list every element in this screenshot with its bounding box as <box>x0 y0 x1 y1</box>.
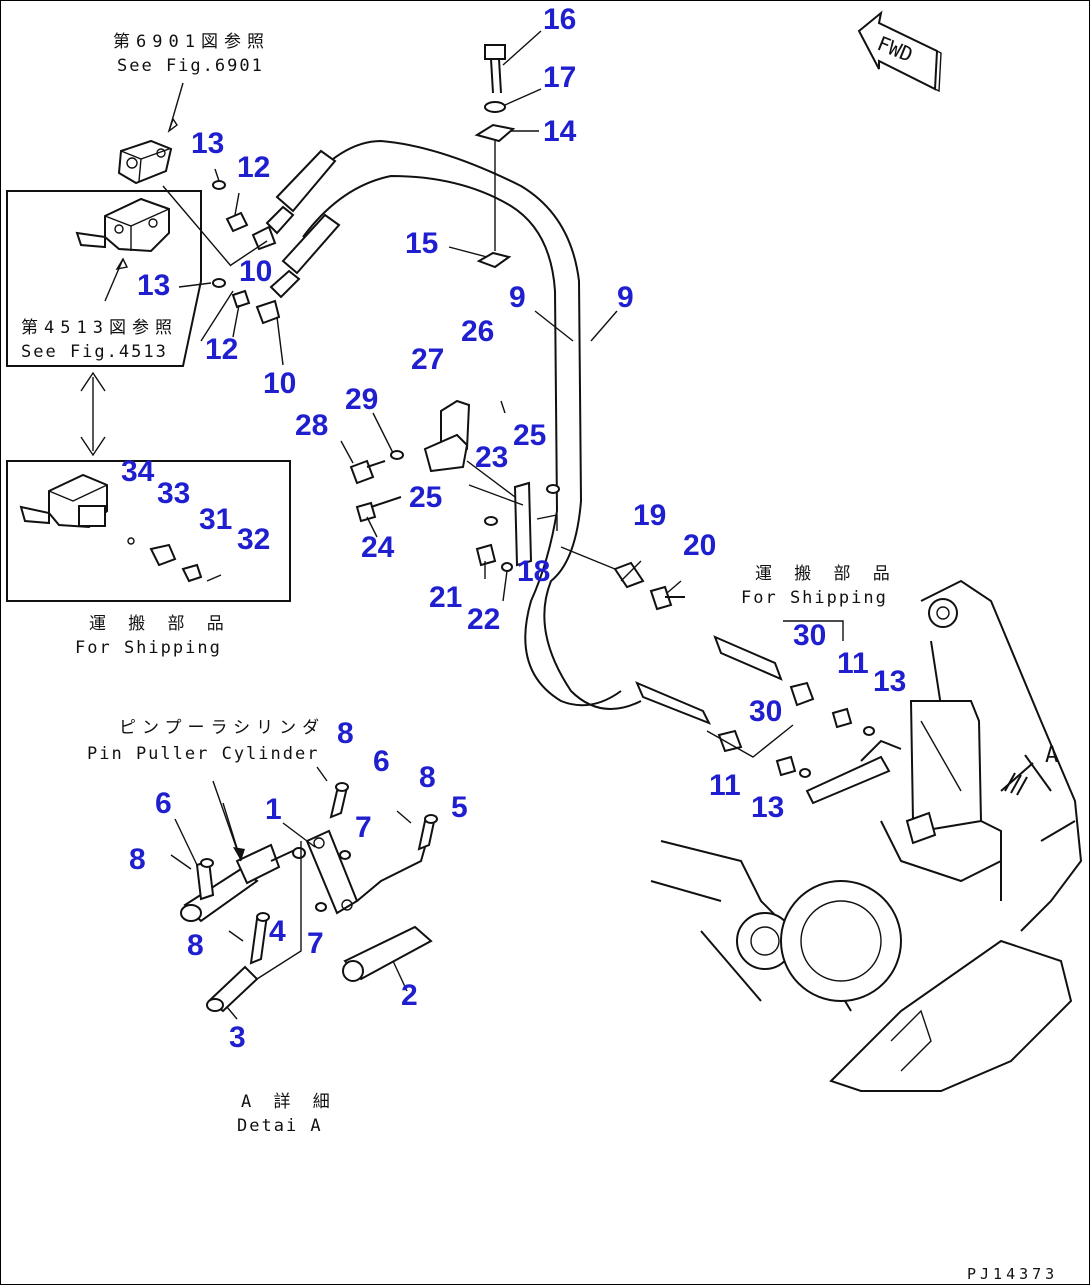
callout-23: 23 <box>475 441 509 474</box>
shipping-right-parts <box>635 620 875 778</box>
callout-29: 29 <box>345 383 379 416</box>
callout-11: 11 <box>837 647 869 680</box>
hose-pair <box>265 139 642 710</box>
callout-30: 30 <box>793 619 827 652</box>
callout-3: 3 <box>229 1021 246 1054</box>
note-ref-6901-en: See Fig.6901 <box>117 56 264 76</box>
callout-6: 6 <box>155 787 172 820</box>
note-shipping-right-en: For Shipping <box>741 588 888 608</box>
callout-27: 27 <box>411 343 445 376</box>
drawing-id: PJ14373 <box>967 1265 1059 1283</box>
callout-6: 6 <box>373 745 390 778</box>
callout-8: 8 <box>187 929 204 962</box>
callout-25: 25 <box>513 419 547 452</box>
callout-8: 8 <box>419 761 436 794</box>
callout-33: 33 <box>157 477 191 510</box>
callout-13: 13 <box>873 665 907 698</box>
callout-9: 9 <box>617 281 634 314</box>
double-arrow-icon <box>80 371 106 457</box>
note-detail-jp: A 詳 細 <box>241 1092 336 1112</box>
callout-16: 16 <box>543 3 577 36</box>
callout-30: 30 <box>749 695 783 728</box>
note-ref-4513-en: See Fig.4513 <box>21 342 168 362</box>
bolt-16-assembly <box>474 44 516 269</box>
clip-19-bolt-20 <box>613 561 685 611</box>
block-part-shipping <box>19 473 222 583</box>
leader-lines <box>162 30 682 1020</box>
callout-8: 8 <box>337 717 354 750</box>
note-detail-en: Detai A <box>237 1116 323 1136</box>
callout-10: 10 <box>263 367 297 400</box>
callout-21: 21 <box>429 581 463 614</box>
callout-13: 13 <box>137 269 171 302</box>
callout-17: 17 <box>543 61 577 94</box>
ripper-machine <box>650 579 1083 1092</box>
callout-20: 20 <box>683 529 717 562</box>
callout-7: 7 <box>355 811 372 844</box>
callout-28: 28 <box>295 409 329 442</box>
fwd-arrow-icon <box>857 10 942 93</box>
callout-10: 10 <box>239 255 273 288</box>
callout-13: 13 <box>191 127 225 160</box>
note-shipping-left-jp: 運 搬 部 品 <box>89 614 230 634</box>
callout-9: 9 <box>509 281 526 314</box>
callout-15: 15 <box>405 227 439 260</box>
callout-13: 13 <box>751 791 785 824</box>
callout-25: 25 <box>409 481 443 514</box>
callout-5: 5 <box>451 791 468 824</box>
note-ref-6901-jp: 第6901図参照 <box>113 32 270 52</box>
callout-34: 34 <box>121 455 155 488</box>
note-shipping-left-en: For Shipping <box>75 638 222 658</box>
callout-7: 7 <box>307 927 324 960</box>
callout-31: 31 <box>199 503 233 536</box>
note-pin-puller-jp: ピンプーラシリンダ <box>119 718 326 738</box>
callout-8: 8 <box>129 843 146 876</box>
fittings-upper <box>212 180 281 325</box>
callout-19: 19 <box>633 499 667 532</box>
callout-12: 12 <box>205 333 239 366</box>
callout-26: 26 <box>461 315 495 348</box>
inset-box-4513 <box>6 190 202 367</box>
detail-a-parts <box>170 766 438 1013</box>
note-shipping-right-jp: 運 搬 部 品 <box>755 564 896 584</box>
callout-32: 32 <box>237 523 271 556</box>
block-part-6901 <box>117 139 173 185</box>
callout-11: 11 <box>709 769 741 802</box>
callout-22: 22 <box>467 603 501 636</box>
callout-4: 4 <box>269 915 286 948</box>
block-part-4513 <box>75 197 170 253</box>
callout-1: 1 <box>265 793 282 826</box>
callout-12: 12 <box>237 151 271 184</box>
callout-14: 14 <box>543 115 577 148</box>
note-pin-puller-en: Pin Puller Cylinder <box>87 744 320 764</box>
inset-box-shipping <box>6 460 291 602</box>
callout-24: 24 <box>361 531 395 564</box>
callout-2: 2 <box>401 979 418 1012</box>
callout-18: 18 <box>517 555 551 588</box>
view-marker-a: A <box>1045 743 1061 768</box>
note-ref-4513-jp: 第4513図参照 <box>21 318 178 338</box>
